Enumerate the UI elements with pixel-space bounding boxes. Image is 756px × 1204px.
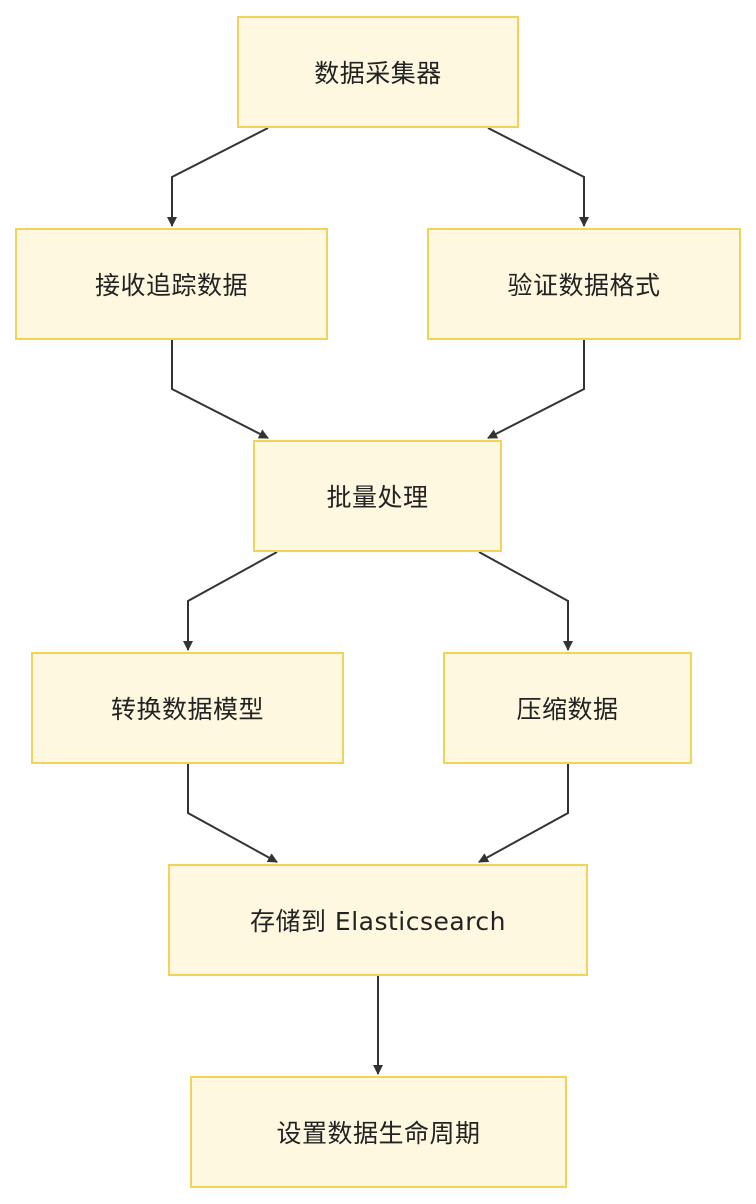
node-validate-data-format: 验证数据格式 <box>427 228 741 340</box>
node-data-collector: 数据采集器 <box>237 16 519 128</box>
node-label: 设置数据生命周期 <box>276 1119 481 1148</box>
node-label: 转换数据模型 <box>110 695 264 724</box>
edge-batch-to-transform <box>183 551 278 651</box>
node-compress-data: 压缩数据 <box>443 652 692 764</box>
node-label: 接收追踪数据 <box>94 271 248 300</box>
node-receive-trace-data: 接收追踪数据 <box>15 228 328 340</box>
node-label: 存储到 Elasticsearch <box>249 907 507 936</box>
edge-collector-to-receive <box>167 127 269 227</box>
edge-validate-to-batch <box>487 340 585 439</box>
node-batch-processing: 批量处理 <box>253 440 502 552</box>
node-transform-data-model: 转换数据模型 <box>31 652 344 764</box>
edge-collector-to-validate <box>487 127 589 227</box>
node-label: 验证数据格式 <box>507 271 661 300</box>
node-set-data-lifecycle: 设置数据生命周期 <box>190 1076 567 1188</box>
edge-receive-to-batch <box>171 340 269 439</box>
node-label: 批量处理 <box>326 483 429 512</box>
edge-compress-to-store <box>478 764 569 863</box>
edge-batch-to-compress <box>478 551 573 651</box>
node-store-to-elasticsearch: 存储到 Elasticsearch <box>168 864 588 976</box>
edge-transform-to-store <box>187 764 278 863</box>
node-label: 压缩数据 <box>516 695 619 724</box>
node-label: 数据采集器 <box>314 59 442 88</box>
